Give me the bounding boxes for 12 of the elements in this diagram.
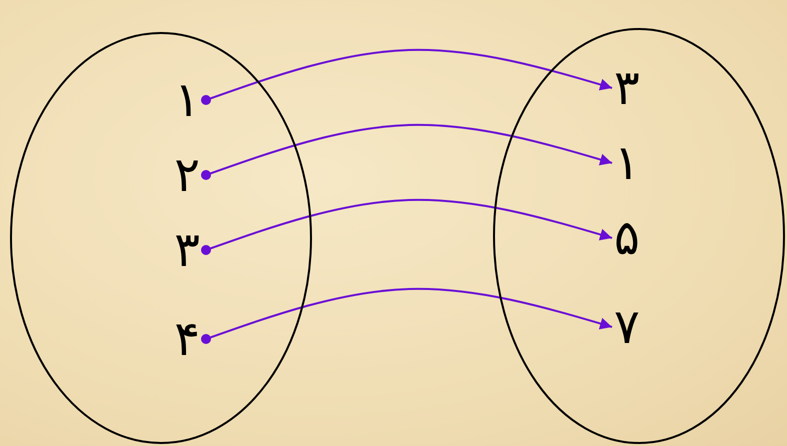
mapping-arrow [201, 198, 612, 255]
number-label: ۳ [614, 63, 664, 113]
number-label: ۳ [150, 225, 200, 275]
mapping-arrow [201, 288, 612, 344]
number-label: ۷ [614, 302, 664, 352]
number-label: ۱ [614, 138, 664, 188]
number-label: ۱ [150, 75, 200, 125]
mapping-arrow [201, 124, 612, 180]
number-label: ۲ [150, 150, 200, 200]
number-label: ۴ [150, 314, 200, 364]
number-label: ۵ [614, 213, 664, 263]
mapping-arrow [201, 48, 612, 105]
